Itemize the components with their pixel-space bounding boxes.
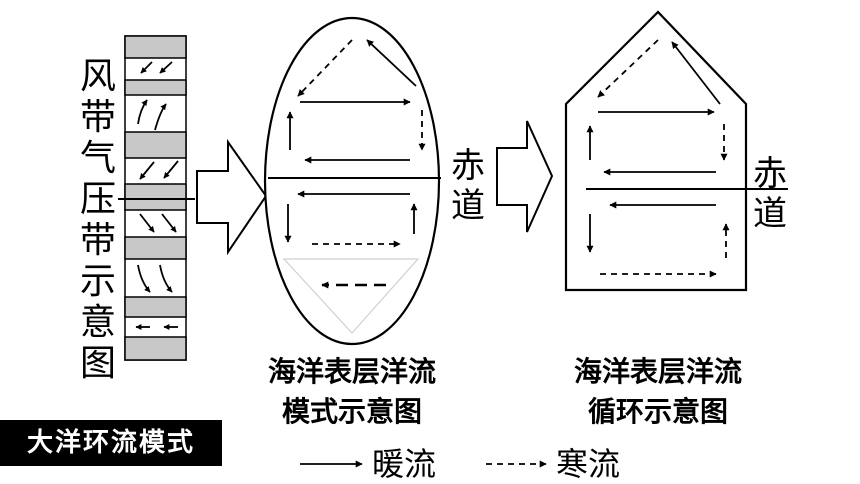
label-char: 道 bbox=[753, 194, 787, 234]
caption-line: 模式示意图 bbox=[281, 395, 422, 428]
pressure-belt bbox=[124, 79, 187, 96]
current-arrow-cold bbox=[297, 39, 353, 97]
pressure-belt bbox=[124, 236, 187, 260]
pressure-belt bbox=[124, 131, 187, 159]
wind-arrow bbox=[137, 264, 151, 293]
wind-arrow bbox=[159, 264, 173, 293]
label-char: 图 bbox=[79, 343, 116, 384]
ocean-current-circulation-pentagon bbox=[564, 10, 788, 292]
label-char: 道 bbox=[451, 186, 485, 226]
wind-arrow bbox=[140, 61, 153, 74]
label-char: 气 bbox=[79, 138, 116, 179]
legend-warm-label: 暖流 bbox=[372, 445, 437, 483]
pressure-belt bbox=[124, 183, 187, 211]
caption-circulation: 海洋表层洋流 循环示意图 bbox=[548, 352, 768, 432]
caption-line: 循环示意图 bbox=[587, 395, 728, 428]
label-char: 赤 bbox=[753, 154, 787, 194]
current-arrow-warm bbox=[671, 41, 721, 105]
current-arrow-cold bbox=[597, 39, 659, 98]
southern-triangle bbox=[282, 258, 420, 334]
transition-arrow-2 bbox=[496, 120, 554, 233]
equator-label-circulation: 赤 道 bbox=[750, 154, 790, 234]
label-char: 示 bbox=[79, 261, 116, 302]
wind-arrow bbox=[163, 160, 179, 179]
caption-model: 海洋表层洋流 模式示意图 bbox=[242, 352, 462, 432]
wind-arrow bbox=[137, 99, 148, 125]
caption-line: 海洋表层洋流 bbox=[573, 355, 742, 388]
legend-cold-label: 寒流 bbox=[556, 445, 621, 483]
wind-arrow bbox=[161, 213, 177, 233]
wind-arrow bbox=[159, 61, 173, 74]
label-char: 带 bbox=[79, 97, 116, 138]
label-char: 意 bbox=[79, 302, 116, 343]
wind-arrow bbox=[139, 161, 155, 180]
pressure-belt bbox=[124, 336, 187, 361]
label-char: 赤 bbox=[451, 146, 485, 186]
title-badge: 大洋环流模式 bbox=[0, 420, 222, 466]
label-char: 带 bbox=[79, 220, 116, 261]
pressure-belt bbox=[124, 296, 187, 318]
wind-belt-label: 风 带 气 压 带 示 意 图 bbox=[76, 56, 120, 384]
wind-arrow bbox=[139, 213, 155, 233]
caption-line: 海洋表层洋流 bbox=[267, 355, 436, 388]
pressure-belt bbox=[124, 35, 187, 59]
ocean-current-model-ellipse bbox=[263, 16, 441, 346]
transition-arrow-1 bbox=[196, 138, 268, 256]
wind-belt-column bbox=[118, 35, 195, 361]
current-arrow-warm bbox=[366, 39, 417, 87]
equator-label-model: 赤 道 bbox=[448, 146, 488, 226]
label-char: 风 bbox=[79, 56, 116, 97]
wind-arrow bbox=[154, 103, 167, 131]
label-char: 压 bbox=[79, 179, 116, 220]
